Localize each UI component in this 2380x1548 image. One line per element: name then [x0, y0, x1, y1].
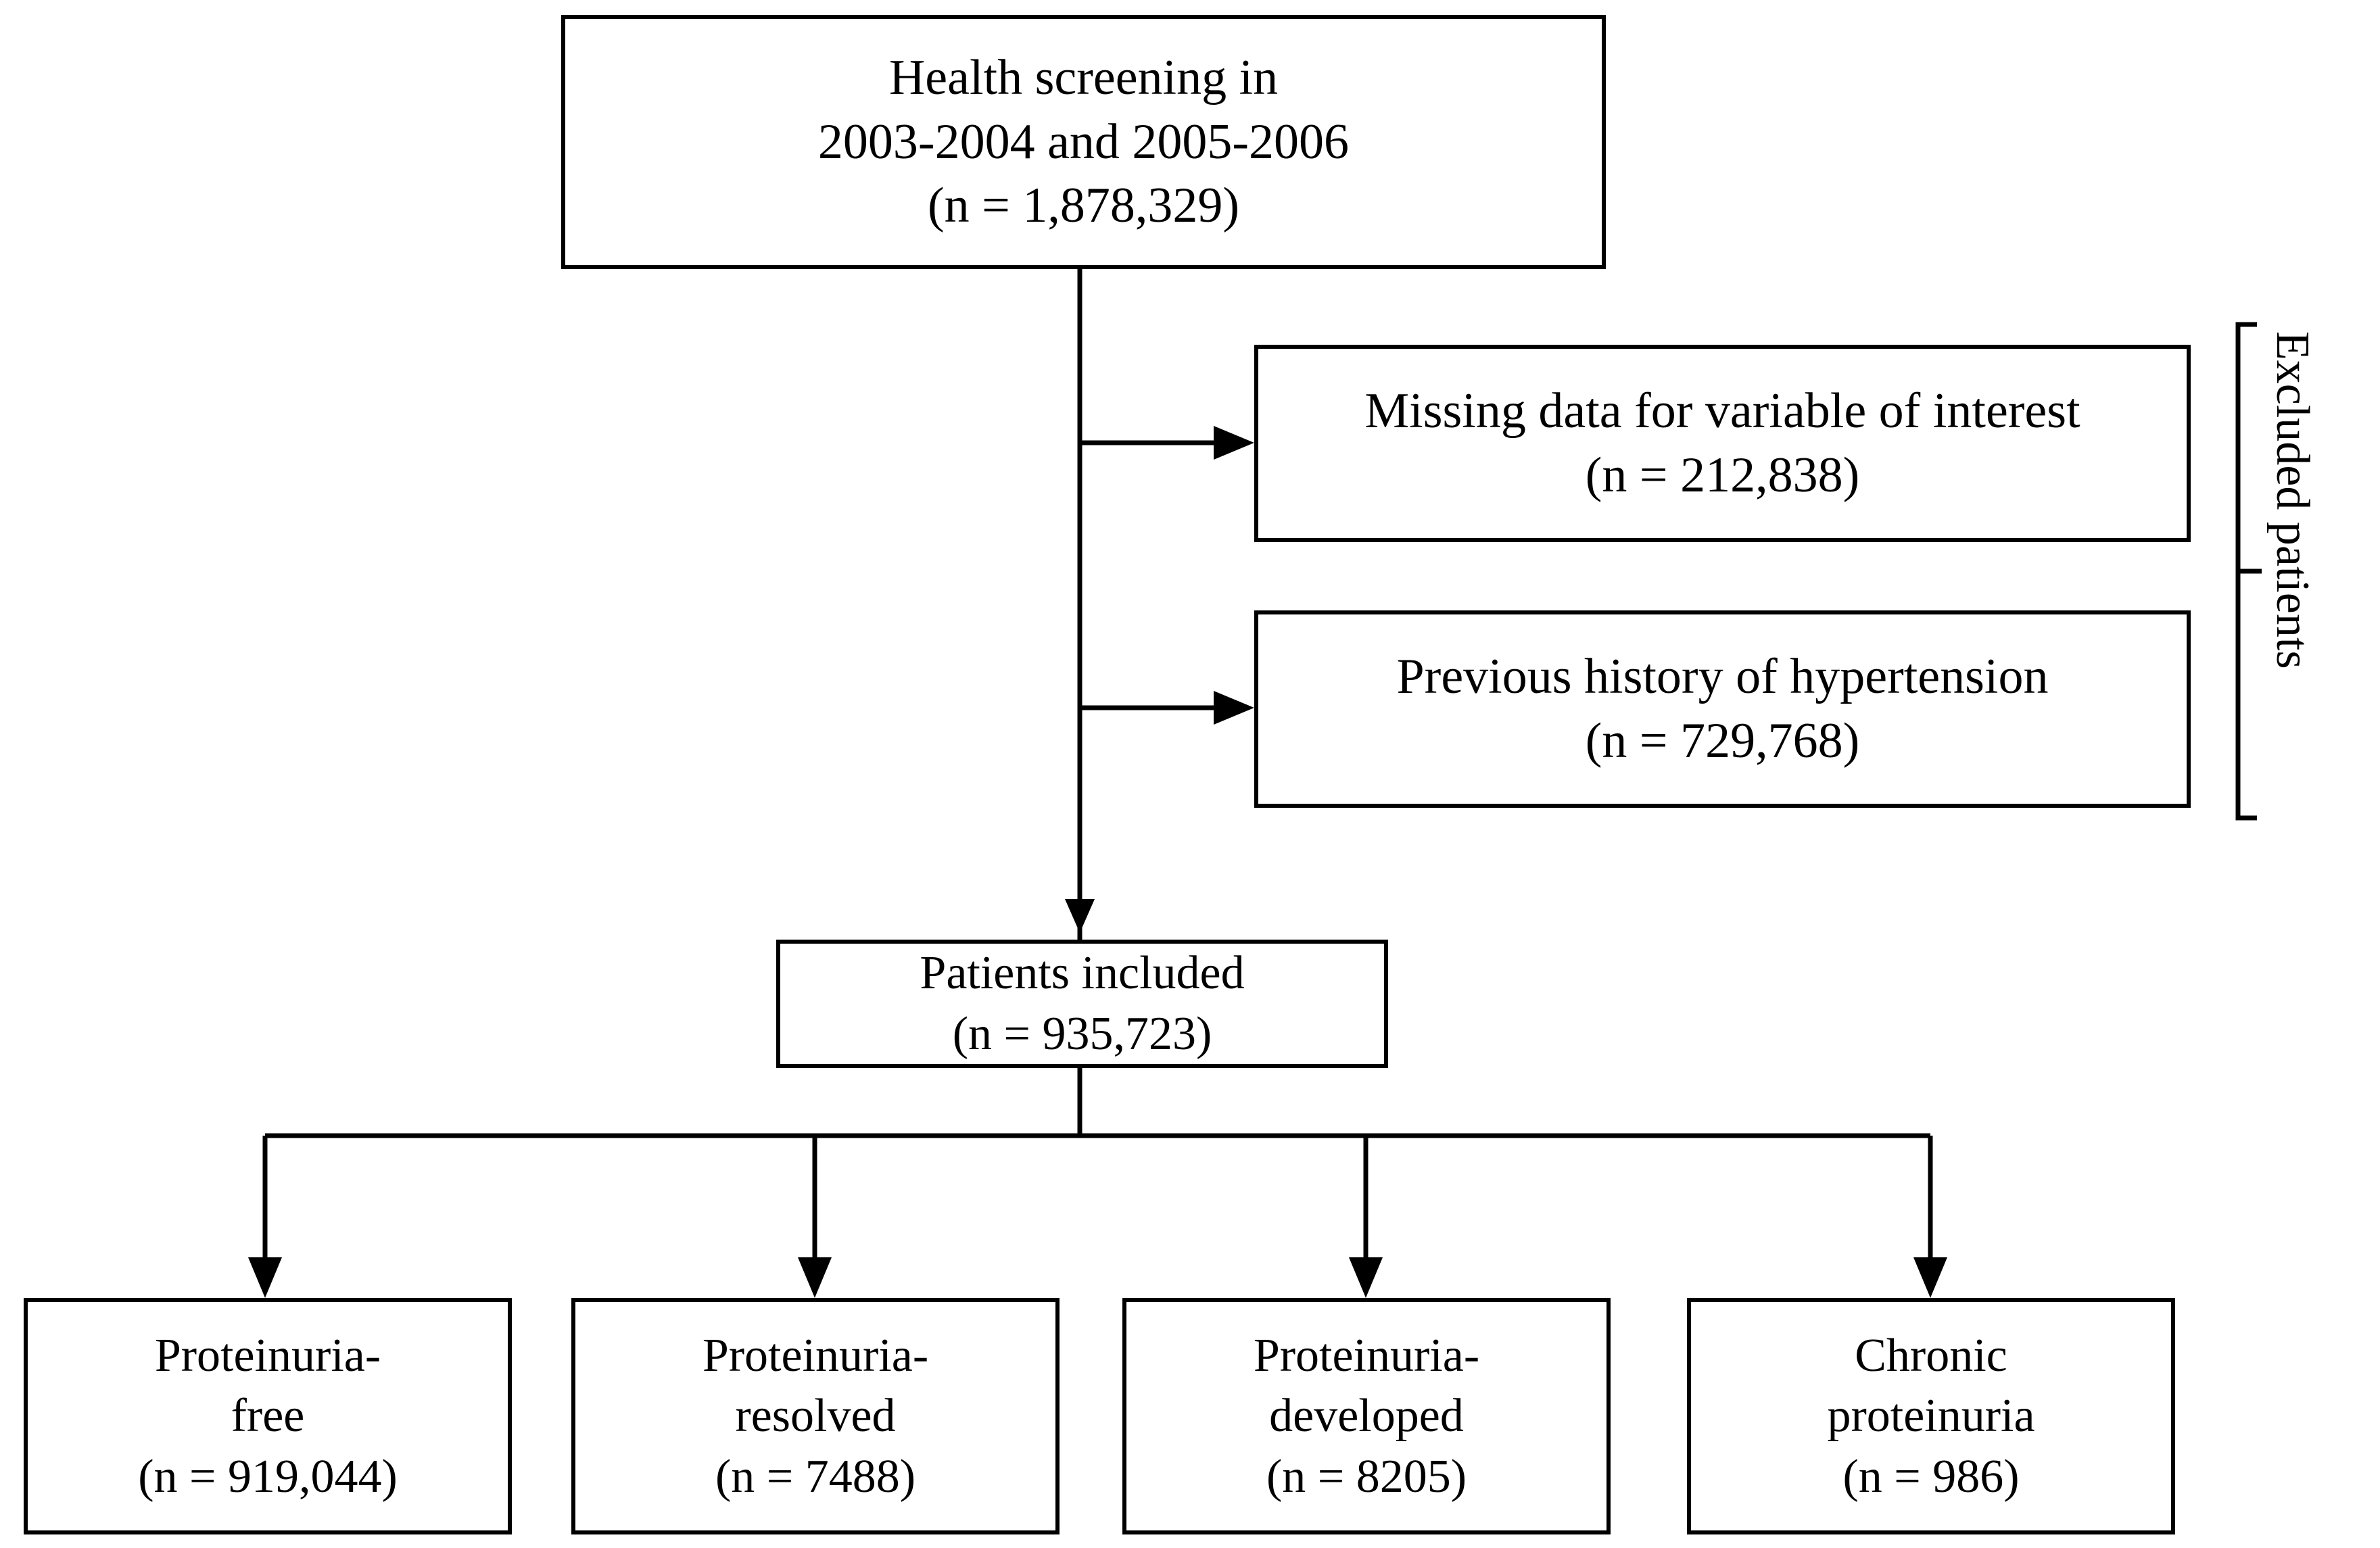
- node-proteinuria-developed: Proteinuria- developed (n = 8205): [1122, 1298, 1611, 1534]
- node-proteinuria-free: Proteinuria- free (n = 919,044): [24, 1298, 512, 1534]
- node-health-screening-line-1: Health screening in: [888, 49, 1279, 105]
- node-proteinuria-resolved-line-2: resolved: [735, 1390, 896, 1443]
- node-proteinuria-resolved-line-1: Proteinuria-: [702, 1329, 929, 1382]
- node-chronic-proteinuria-line-1: Chronic: [1855, 1329, 2007, 1382]
- node-chronic-proteinuria: Chronic proteinuria (n = 986): [1687, 1298, 2175, 1534]
- node-excluded-hypertension: Previous history of hypertension (n = 72…: [1254, 610, 2191, 808]
- node-excluded-missing-data-line-2: (n = 212,838): [1585, 448, 1860, 503]
- node-proteinuria-free-line-1: Proteinuria-: [154, 1329, 381, 1382]
- node-proteinuria-developed-line-1: Proteinuria-: [1253, 1329, 1480, 1382]
- node-excluded-missing-data-line-1: Missing data for variable of interest: [1364, 383, 2080, 439]
- node-proteinuria-resolved-line-3: (n = 7488): [715, 1450, 916, 1503]
- node-proteinuria-developed-line-3: (n = 8205): [1266, 1450, 1467, 1503]
- node-health-screening-line-2: 2003-2004 and 2005-2006: [817, 114, 1350, 170]
- node-health-screening: Health screening in 2003-2004 and 2005-2…: [561, 15, 1606, 269]
- node-excluded-missing-data: Missing data for variable of interest (n…: [1254, 345, 2191, 542]
- node-proteinuria-developed-line-2: developed: [1269, 1390, 1464, 1443]
- node-chronic-proteinuria-line-3: (n = 986): [1842, 1450, 2020, 1503]
- node-excluded-hypertension-line-1: Previous history of hypertension: [1396, 649, 2049, 705]
- node-proteinuria-free-line-3: (n = 919,044): [138, 1450, 398, 1503]
- excluded-patients-bracket-label: Excluded patients: [2265, 331, 2319, 669]
- node-excluded-hypertension-line-2: (n = 729,768): [1585, 713, 1860, 769]
- node-proteinuria-free-line-2: free: [231, 1390, 305, 1443]
- node-patients-included: Patients included (n = 935,723): [776, 940, 1388, 1068]
- node-proteinuria-resolved: Proteinuria- resolved (n = 7488): [571, 1298, 1060, 1534]
- node-chronic-proteinuria-line-2: proteinuria: [1827, 1390, 2035, 1443]
- node-patients-included-line-1: Patients included: [920, 947, 1245, 1000]
- node-patients-included-line-2: (n = 935,723): [952, 1008, 1212, 1060]
- node-health-screening-line-3: (n = 1,878,329): [927, 178, 1240, 234]
- excluded-patients-label-text: Excluded patients: [2266, 331, 2318, 669]
